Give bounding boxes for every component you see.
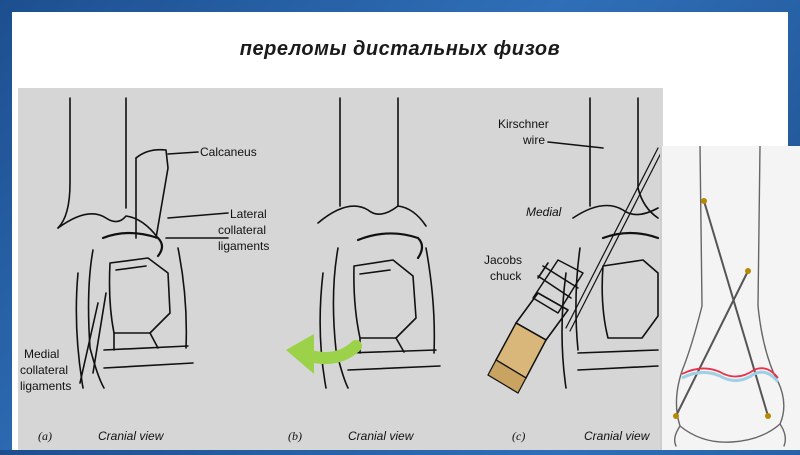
drawing-a bbox=[57, 97, 229, 389]
label-jacobs-1: Jacobs bbox=[484, 253, 522, 267]
pin-tip-icon bbox=[701, 198, 707, 204]
label-calcaneus: Calcaneus bbox=[200, 145, 257, 159]
label-kirschner-2: wire bbox=[522, 133, 545, 147]
slide-title: переломы дистальных физов bbox=[239, 38, 561, 60]
label-medial-2: collateral bbox=[20, 363, 68, 377]
label-medial-side: Medial bbox=[526, 205, 562, 219]
caption-c-view: Cranial view bbox=[584, 429, 651, 443]
caption-a-letter: (a) bbox=[38, 429, 52, 443]
caption-a-view: Cranial view bbox=[98, 429, 165, 443]
rotation-arrow bbox=[286, 334, 362, 374]
label-medial-3: ligaments bbox=[20, 379, 71, 393]
fracture-line bbox=[681, 367, 779, 379]
pinning-diagram bbox=[660, 145, 800, 450]
label-jacobs-2: chuck bbox=[490, 269, 522, 283]
illustration-svg: Calcaneus Lateral collateral ligaments M… bbox=[20, 97, 663, 443]
label-lateral-2: collateral bbox=[218, 223, 266, 237]
label-lateral-1: Lateral bbox=[230, 207, 267, 221]
pin-tip-icon bbox=[765, 413, 771, 419]
drill-body bbox=[487, 321, 548, 394]
bone-outline bbox=[675, 145, 785, 443]
physis-shadow bbox=[681, 370, 780, 383]
tibia-outline-left-a bbox=[57, 97, 71, 229]
caption-c-letter: (c) bbox=[512, 429, 525, 443]
caption-b-view: Cranial view bbox=[348, 429, 415, 443]
illustration-panel: Calcaneus Lateral collateral ligaments M… bbox=[18, 88, 663, 450]
pinning-svg bbox=[673, 145, 787, 447]
pin-tip-icon bbox=[745, 268, 751, 274]
pin-tip-icon bbox=[673, 413, 679, 419]
label-medial-1: Medial bbox=[24, 347, 59, 361]
label-kirschner-1: Kirschner bbox=[498, 117, 549, 131]
drawing-c bbox=[515, 97, 663, 389]
caption-b-letter: (b) bbox=[288, 429, 302, 443]
drawing-b bbox=[317, 97, 441, 389]
label-lateral-3: ligaments bbox=[218, 239, 269, 253]
